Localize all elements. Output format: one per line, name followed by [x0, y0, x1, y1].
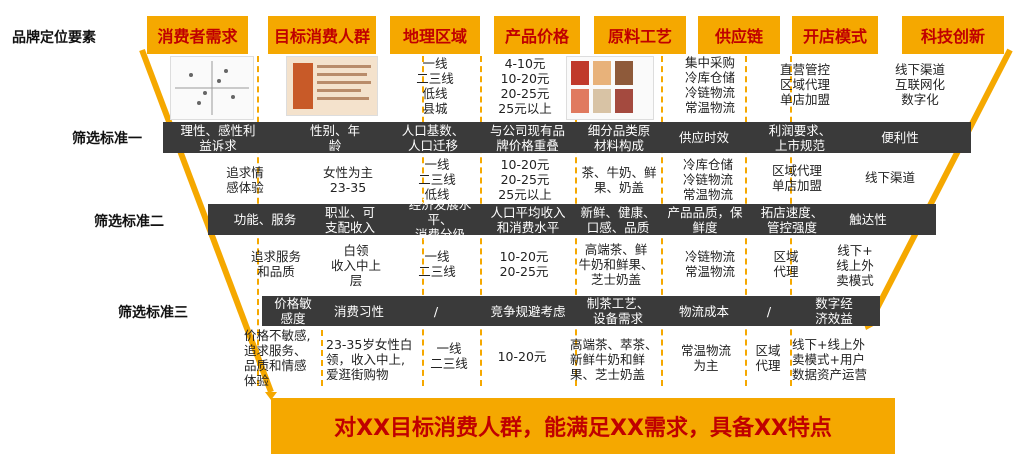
header-region: 地理区域	[390, 16, 480, 54]
conclusion-banner: 对XX目标消费人群，能满足XX需求，具备XX特点	[271, 398, 895, 454]
row1-cell: 女性为主 23-35	[322, 165, 373, 195]
row3-cell: 高端茶、萃茶、 新鲜牛奶和鲜 果、芝士奶盖	[570, 336, 658, 382]
row1-cell: 线下渠道	[864, 169, 915, 185]
column-divider	[321, 300, 323, 386]
header-price: 产品价格	[494, 16, 580, 54]
band3-cell: /	[766, 303, 772, 319]
criteria-band-1	[163, 122, 971, 153]
band1-cell: 与公司现有品 牌价格重叠	[489, 122, 565, 153]
band2-cell: 经济发展水平、 消费分级	[408, 197, 472, 242]
band3-cell: 物流成本	[678, 303, 729, 319]
row1-cell: 冷库仓储 冷链物流 常温物流	[682, 156, 733, 202]
band2-cell: 职业、可 支配收入	[324, 204, 375, 235]
funnel-right-edge	[867, 48, 1013, 324]
band2-cell: 人口平均收入 和消费水平	[490, 204, 566, 235]
band1-cell: 细分品类原 材料构成	[587, 122, 651, 153]
criteria-band-2	[208, 204, 936, 235]
row0-tech: 线下渠道 互联网化 数字化	[894, 61, 945, 107]
band1-cell: 便利性	[881, 130, 919, 145]
band2-cell: 新鲜、健康、 口感、品质	[580, 204, 656, 235]
row1-cell: 10-20元 20-25元 25元以上	[498, 156, 552, 202]
band2-cell: 产品品质，保 鲜度	[667, 204, 743, 235]
row0-supply: 集中采购 冷库仓储 冷链物流 常温物流	[684, 55, 735, 115]
band2-cell: 拓店速度、 管控强度	[760, 204, 824, 235]
row1-cell: 追求情 感体验	[226, 165, 264, 195]
row3-cell: 区域 代理	[755, 343, 781, 373]
band3-cell: 数字经 济效益	[815, 296, 853, 326]
criteria-label-3: 筛选标准三	[118, 305, 188, 321]
row2-cell: 10-20元 20-25元	[499, 249, 549, 279]
row3-cell: 一线 二三线	[430, 341, 468, 371]
band1-cell: 人口基数、 人口迁移	[401, 122, 465, 153]
materials-image	[566, 56, 654, 120]
header-supply-chain: 供应链	[698, 16, 780, 54]
row2-cell: 一线 二三线	[418, 249, 456, 279]
band1-cell: 供应时效	[678, 130, 729, 145]
row1-cell: 一线 二三线 低线	[418, 156, 456, 202]
row3-cell: 10-20元	[497, 348, 547, 364]
header-tech: 科技创新	[902, 16, 1004, 54]
header-consumer-needs: 消费者需求	[147, 16, 248, 54]
header-store-mode: 开店模式	[792, 16, 878, 54]
positioning-map-image	[170, 56, 254, 120]
band2-cell: 触达性	[849, 212, 887, 227]
row2-cell: 白领 收入中上 层	[330, 242, 381, 288]
band3-cell: 竞争规避考虑	[490, 303, 566, 319]
row0-region: 一线 二三线 低线 县城	[416, 56, 454, 116]
band3-cell: 价格敏 感度	[274, 296, 312, 326]
row3-cell: 常温物流 为主	[680, 343, 731, 373]
row3-cell: 23-35岁女性白 领，收入中上, 爱逛街购物	[326, 336, 413, 382]
band1-cell: 理性、感性利 益诉求	[180, 122, 256, 153]
row3-cell: 价格不敏感, 追求服务、 品质和情感 体验	[244, 328, 311, 388]
band3-cell: /	[433, 303, 439, 319]
band3-cell: 消费习性	[333, 303, 384, 319]
band1-cell: 利润要求、 上市规范	[768, 122, 832, 153]
band2-cell: 功能、服务	[233, 212, 297, 227]
page-title: 品牌定位要素	[12, 30, 96, 46]
header-materials: 原料工艺	[594, 16, 686, 54]
row2-cell: 线下+ 线上外 卖模式	[836, 242, 874, 288]
row3-cell: 线下+线上外 卖模式+用户 数据资产运营	[792, 336, 868, 382]
consumer-profile-image	[286, 56, 378, 116]
header-target-group: 目标消费人群	[268, 16, 376, 54]
row2-cell: 冷链物流 常温物流	[684, 249, 735, 279]
row2-cell: 追求服务 和品质	[250, 249, 301, 279]
criteria-label-1: 筛选标准一	[72, 131, 142, 147]
funnel-left-edge	[139, 48, 274, 394]
row1-cell: 区域代理 单店加盟	[771, 163, 822, 193]
row2-cell: 高端茶、鲜 牛奶和鲜果、 芝士奶盖	[578, 241, 654, 287]
band1-cell: 性别、年 龄	[309, 122, 360, 153]
row1-cell: 茶、牛奶、鲜 果、奶盖	[581, 165, 657, 195]
row0-price: 4-10元 10-20元 20-25元 25元以上	[498, 56, 552, 116]
row2-cell: 区域 代理	[773, 249, 799, 279]
band3-cell: 制茶工艺、 设备需求	[586, 296, 650, 326]
criteria-band-3	[262, 296, 880, 326]
criteria-label-2: 筛选标准二	[94, 214, 164, 230]
row0-store: 直营管控 区域代理 单店加盟	[779, 61, 830, 107]
